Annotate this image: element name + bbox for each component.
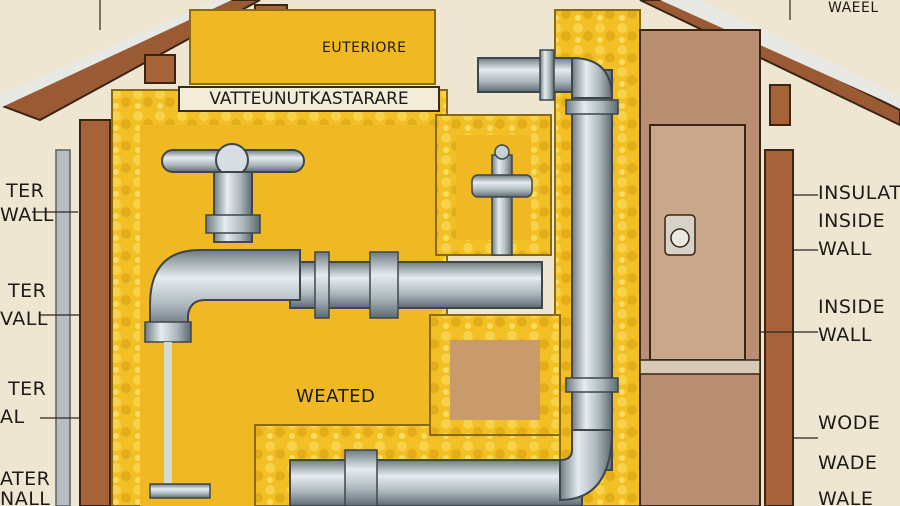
left-label-7: ATER: [0, 468, 51, 490]
bottom-pipe: [289, 429, 614, 506]
downspout-pipe: [55, 149, 71, 506]
right-label-7: WADE: [818, 452, 878, 474]
left-wall-post: [79, 119, 111, 506]
water-stream-icon: [149, 342, 211, 499]
left-label-1: TER: [6, 180, 45, 202]
top-right-label: WAEEL: [828, 0, 879, 16]
banner-title: VATTEUNUTKASTARARE: [209, 89, 409, 109]
right-label-1: INSULATE: [818, 182, 900, 204]
left-label-6: AL: [0, 406, 25, 428]
right-label-6: WODE: [818, 412, 881, 434]
faucet-icon: [144, 143, 305, 343]
right-label-3: WALL: [818, 238, 872, 260]
shelf: [639, 359, 761, 375]
left-label-8: NALL: [0, 488, 51, 506]
gauge-icon: [664, 214, 696, 256]
right-label-4: INSIDE: [818, 296, 886, 318]
valve-icon: [471, 144, 533, 256]
exterior-block: [189, 9, 436, 85]
left-label-4: VALL: [0, 308, 48, 330]
leader-lines: [32, 0, 818, 439]
right-post-cap: [769, 84, 791, 126]
left-label-2: WALL: [0, 204, 54, 226]
left-label-3: TER: [8, 280, 47, 302]
middle-cavity: [450, 340, 540, 420]
right-label-8: WALE: [818, 488, 874, 506]
top-label: EUTERIORE: [322, 40, 407, 56]
right-label-2: INSIDE: [818, 210, 886, 232]
right-wall-post: [764, 149, 794, 506]
right-label-5: WALL: [818, 324, 872, 346]
vertical-pipe: [565, 69, 619, 471]
top-pipe-elbow: [477, 49, 614, 101]
left-label-5: TER: [8, 378, 47, 400]
banner-title-box: VATTEUNUTKASTARARE: [178, 86, 440, 112]
center-label: WEATED: [296, 386, 376, 407]
horizontal-feed-pipe: [289, 251, 543, 319]
